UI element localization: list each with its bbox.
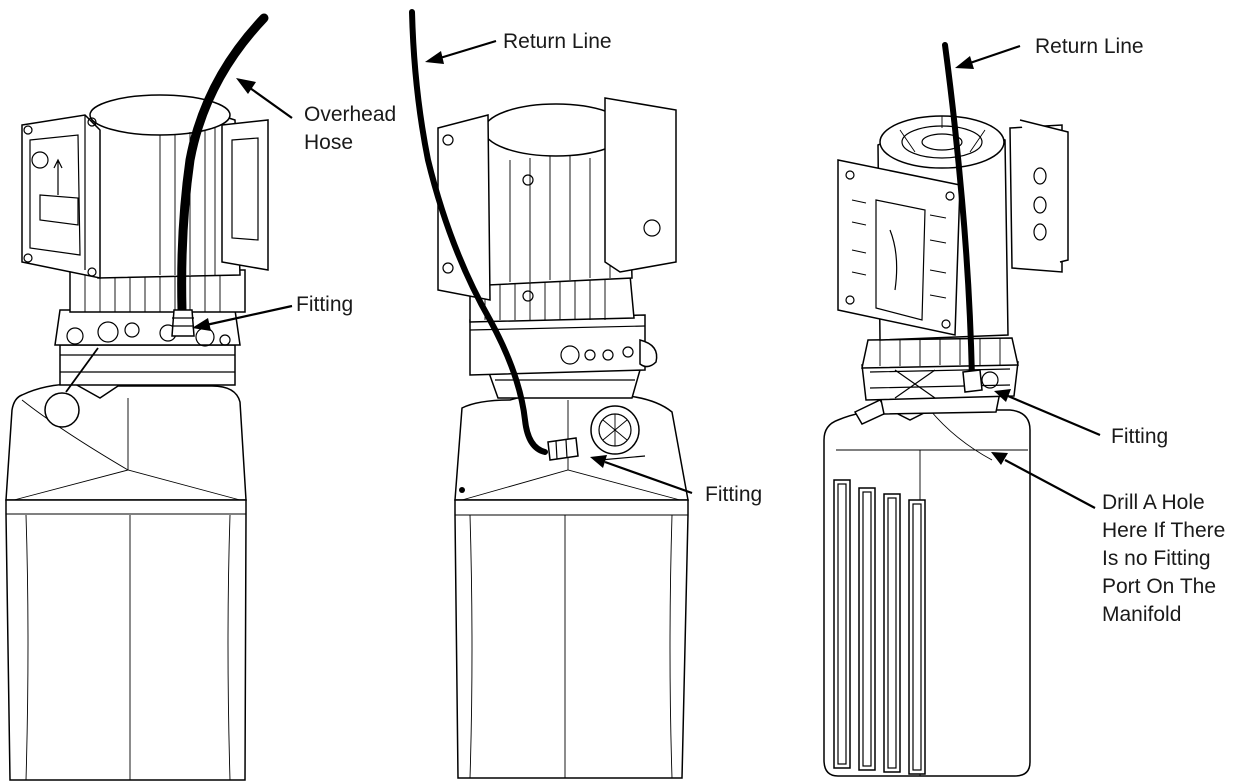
left-overhead-hose [177, 13, 269, 315]
left-fitting [171, 309, 195, 337]
label-drill-note-4: Port On The [1102, 575, 1216, 598]
label-return-line-right: Return Line [1035, 35, 1144, 58]
label-drill-note-2: Here If There [1102, 519, 1225, 542]
label-overhead-hose-line1: Overhead [304, 103, 396, 126]
label-overhead-hose-line2: Hose [304, 131, 353, 154]
label-fitting-center: Fitting [705, 483, 762, 506]
label-drill-note-5: Manifold [1102, 603, 1181, 626]
label-drill-note-3: Is no Fitting [1102, 547, 1211, 570]
label-fitting-right: Fitting [1111, 425, 1168, 448]
center-return-line [409, 9, 548, 455]
label-drill-note-1: Drill A Hole [1102, 491, 1205, 514]
right-reservoir-slots [833, 479, 926, 775]
right-fitting [962, 369, 983, 393]
center-power-unit [409, 9, 689, 779]
left-power-unit [5, 13, 269, 781]
callout-leaders [192, 39, 1101, 509]
right-reservoir [823, 409, 1031, 777]
label-fitting-left: Fitting [296, 293, 353, 316]
callout-labels: Overhead Hose Fitting Return Line Fittin… [296, 30, 1225, 626]
left-reservoir [5, 383, 247, 501]
right-return-line [942, 42, 975, 381]
label-return-line-center: Return Line [503, 30, 612, 53]
center-fitting [547, 437, 579, 461]
right-power-unit [823, 42, 1069, 777]
